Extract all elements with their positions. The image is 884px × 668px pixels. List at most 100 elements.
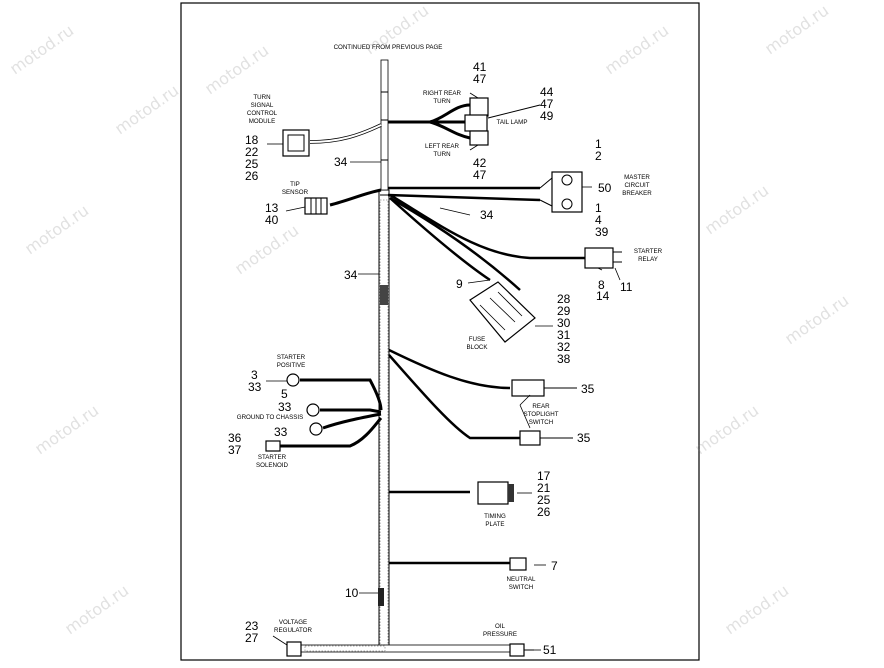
turn-module-line-4: MODULE: [249, 118, 275, 125]
turn-module-line-2: SIGNAL: [251, 102, 274, 109]
starter-relay-line-2: RELAY: [638, 256, 658, 263]
callout: 39: [595, 225, 609, 239]
voltage-regulator-line-1: VOLTAGE: [279, 619, 307, 626]
page-border: [180, 2, 700, 661]
starter-solenoid-line-1: STARTER: [258, 454, 287, 461]
callout: 47: [473, 72, 487, 86]
master-breaker-line-2: CIRCUIT: [624, 182, 649, 189]
callout: 1: [595, 137, 602, 151]
ground-chassis-label: GROUND TO CHASSIS: [237, 414, 303, 421]
callout: 38: [557, 352, 571, 366]
callout: 42: [473, 156, 487, 170]
callout: 29: [557, 304, 571, 318]
rear-stoplight-line-1: REAR: [532, 403, 550, 410]
callout: 33: [278, 400, 292, 414]
callout: 25: [245, 157, 259, 171]
callout: 27: [245, 631, 259, 645]
callout: 7: [551, 559, 558, 573]
voltage-regulator-line-2: REGULATOR: [274, 627, 312, 634]
right-rear-turn-line-1: RIGHT REAR: [423, 90, 462, 97]
callout: 10: [345, 586, 359, 600]
callout: 21: [537, 481, 551, 495]
callout: 22: [245, 145, 259, 159]
starter-positive-line-1: STARTER: [277, 354, 306, 361]
master-breaker-line-3: BREAKER: [622, 190, 652, 197]
callout: 51: [543, 643, 557, 657]
neutral-switch-line-2: SWITCH: [509, 584, 533, 591]
callout: 17: [537, 469, 551, 483]
neutral-switch-line-1: NEUTRAL: [507, 576, 536, 583]
rear-stoplight-line-3: SWITCH: [529, 419, 553, 426]
callout: 1: [595, 201, 602, 215]
master-circuit-breaker: [387, 171, 583, 213]
callout: 35: [581, 382, 595, 396]
callout: 41: [473, 60, 487, 74]
oil-pressure-line-1: OIL: [495, 623, 506, 630]
starter-solenoid-line-2: SOLENOID: [256, 462, 289, 469]
left-rear-turn-line-1: LEFT REAR: [425, 143, 459, 150]
callout: 33: [248, 380, 262, 394]
voltage-regulator-oil-pressure: [286, 641, 534, 657]
callout: 13: [265, 201, 279, 215]
starter-relay-line-1: STARTER: [634, 248, 663, 255]
callout: 8: [598, 278, 605, 292]
callout: 32: [557, 340, 571, 354]
callout: 37: [228, 443, 242, 457]
rear-stoplight-line-2: STOPLIGHT: [524, 411, 559, 418]
callout: 2: [595, 149, 602, 163]
callout: 28: [557, 292, 571, 306]
rear-turn-tail-connectors: [388, 97, 541, 146]
fuse-block: [389, 196, 536, 343]
tail-lamp-label: TAIL LAMP: [497, 119, 528, 126]
callout: 34: [480, 208, 494, 222]
turn-module-line-3: CONTROL: [247, 110, 278, 117]
callout: 23: [245, 619, 259, 633]
callout: 50: [598, 181, 612, 195]
starter-ground-solenoid-wires: [265, 373, 383, 452]
callout: 34: [334, 155, 348, 169]
callout: 11: [620, 280, 633, 294]
callout: 26: [537, 505, 551, 519]
left-rear-turn-line-2: TURN: [433, 151, 450, 158]
master-breaker-line-1: MASTER: [624, 174, 650, 181]
callout: 47: [473, 168, 487, 182]
fuse-block-line-1: FUSE: [469, 336, 486, 343]
callout: 36: [228, 431, 242, 445]
tip-sensor-line-1: TIP: [290, 181, 300, 188]
right-rear-turn-line-2: TURN: [433, 98, 450, 105]
timing-plate-line-2: PLATE: [485, 521, 504, 528]
callout: 35: [577, 431, 591, 445]
callout: 31: [557, 328, 571, 342]
starter-relay: [389, 193, 622, 269]
turn-module-line-1: TURN: [253, 94, 270, 101]
rear-stoplight-switch: [388, 348, 577, 446]
starter-positive-line-2: POSITIVE: [277, 362, 306, 369]
continued-label: CONTINUED FROM PREVIOUS PAGE: [334, 44, 443, 51]
callout: 44: [540, 85, 554, 99]
callout: 4: [595, 213, 602, 227]
callout: 49: [540, 109, 554, 123]
callout: 14: [596, 289, 610, 303]
callout: 40: [265, 213, 279, 227]
upper-harness: [380, 59, 389, 191]
callout: 47: [540, 97, 554, 111]
tip-sensor-line-2: SENSOR: [282, 189, 309, 196]
timing-plate-connector: [389, 481, 514, 505]
callout: 25: [537, 493, 551, 507]
callout: 34: [344, 268, 358, 282]
callout: 33: [274, 425, 288, 439]
tip-sensor-connector: [304, 188, 382, 215]
callout: 9: [456, 277, 463, 291]
leader-lines: [266, 92, 621, 651]
bottom-harness: [299, 644, 511, 653]
fuse-block-line-2: BLOCK: [467, 344, 489, 351]
callout: 30: [557, 316, 571, 330]
neutral-switch-connector: [389, 557, 527, 571]
oil-pressure-line-2: PRESSURE: [483, 631, 517, 638]
callout: 18: [245, 133, 259, 147]
callout: 26: [245, 169, 259, 183]
callout: 3: [251, 368, 258, 382]
timing-plate-line-1: TIMING: [484, 513, 506, 520]
